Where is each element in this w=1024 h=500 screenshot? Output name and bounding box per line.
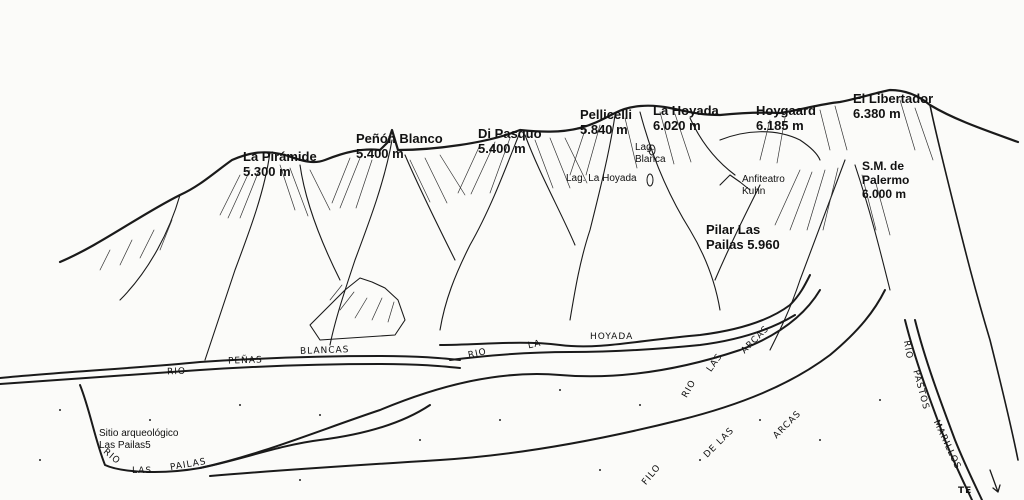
valley-rivers: [0, 274, 983, 500]
skyline-ridge: [58, 88, 1020, 264]
river-label: LAS: [132, 466, 153, 476]
spur-lines: [119, 111, 891, 361]
stipple: [39, 389, 881, 481]
river-label: HOYADA: [590, 332, 634, 342]
arrow-icon: [989, 469, 1001, 493]
lake-icon: [646, 173, 654, 187]
hatching: [99, 99, 934, 323]
river-label: RIO: [166, 366, 187, 378]
lake-icon: [648, 144, 656, 156]
edge-label: TE: [958, 486, 973, 496]
river-label: PEÑAS: [227, 355, 263, 367]
river-label: BLANCAS: [299, 345, 350, 357]
right-slope: [929, 104, 1019, 461]
feature-lag-la-hoyada: Lag. La Hoyada: [566, 173, 637, 184]
feature-lag-blanca: Lag.Blanca: [635, 142, 666, 165]
